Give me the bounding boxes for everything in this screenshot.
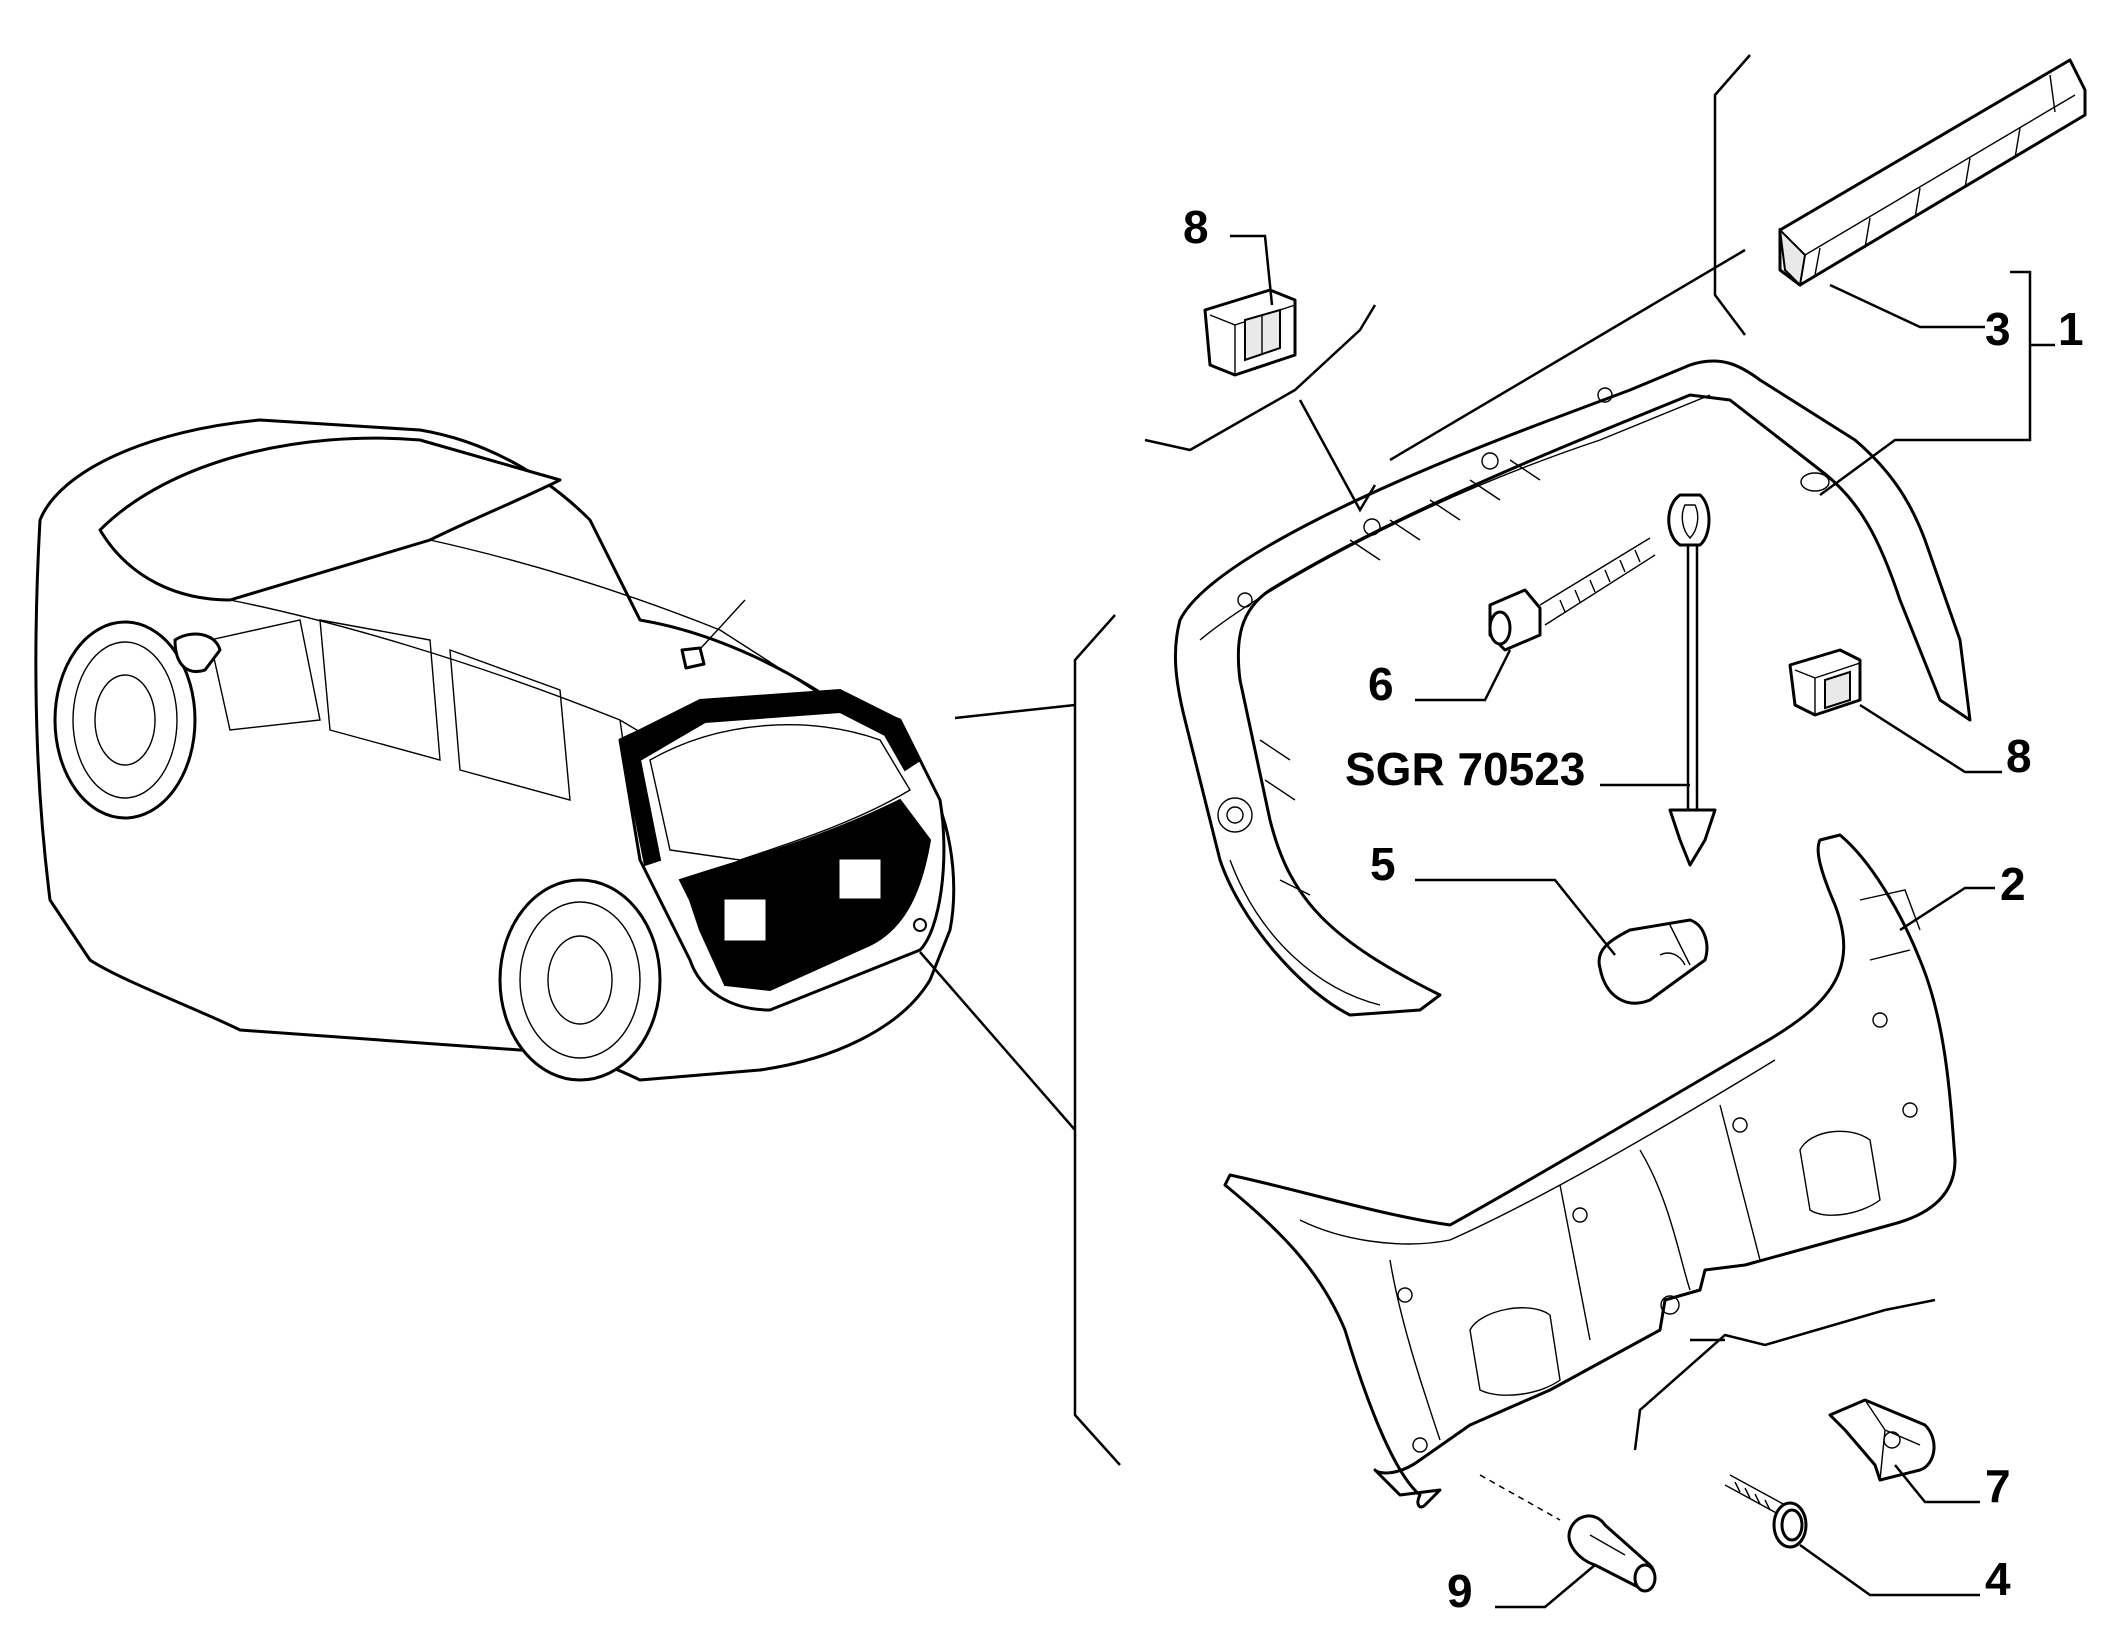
- callout-9: 9: [1447, 1565, 1473, 1617]
- callout-leaders: [1230, 234, 2055, 1609]
- callout-5: 5: [1370, 838, 1396, 890]
- callout-1: 1: [2058, 303, 2084, 355]
- part-5-plug: [1597, 918, 1709, 1005]
- part-9-dashed-leader: [1479, 1474, 1561, 1521]
- part-9-fastener: [1567, 1514, 1657, 1593]
- callout-4: 4: [1985, 1553, 2011, 1605]
- callout-labels: 8 3 1 6 8 5 2 7 4 9 SGR 70523: [1183, 201, 2084, 1617]
- part-2-lower-tailgate-panel: [1223, 833, 1957, 1509]
- callout-2: 2: [2000, 858, 2026, 910]
- drawing-code: SGR 70523: [1345, 743, 1585, 795]
- part-4-bolt: [1724, 1474, 1808, 1549]
- break-bracket-lower: [1633, 1298, 1936, 1451]
- pull-strap-part: [1667, 493, 1717, 867]
- part-7-spring-clip: [1828, 1398, 1936, 1482]
- break-bracket-upper: [1713, 54, 1751, 336]
- clip-arrow: [1298, 399, 1377, 513]
- car-overview-illustration: [34, 418, 956, 1082]
- callout-8-top: 8: [1183, 201, 1209, 253]
- part-8-clip-top: [1203, 288, 1297, 377]
- part-6-adjusting-screw: [1488, 537, 1656, 652]
- break-bracket-left: [1144, 304, 1377, 452]
- part-1-upper-tailgate-frame: [1173, 359, 1972, 1017]
- part-1-guide-line: [1389, 248, 1746, 462]
- part-3-upper-trim-strip: [1778, 58, 2087, 288]
- part-8-clip-right: [1788, 648, 1862, 717]
- car-to-detail-leaders: [919, 614, 1121, 1466]
- callout-7: 7: [1985, 1460, 2011, 1512]
- callout-6: 6: [1368, 658, 1394, 710]
- callout-8-right: 8: [2006, 730, 2032, 782]
- callout-3: 3: [1985, 303, 2011, 355]
